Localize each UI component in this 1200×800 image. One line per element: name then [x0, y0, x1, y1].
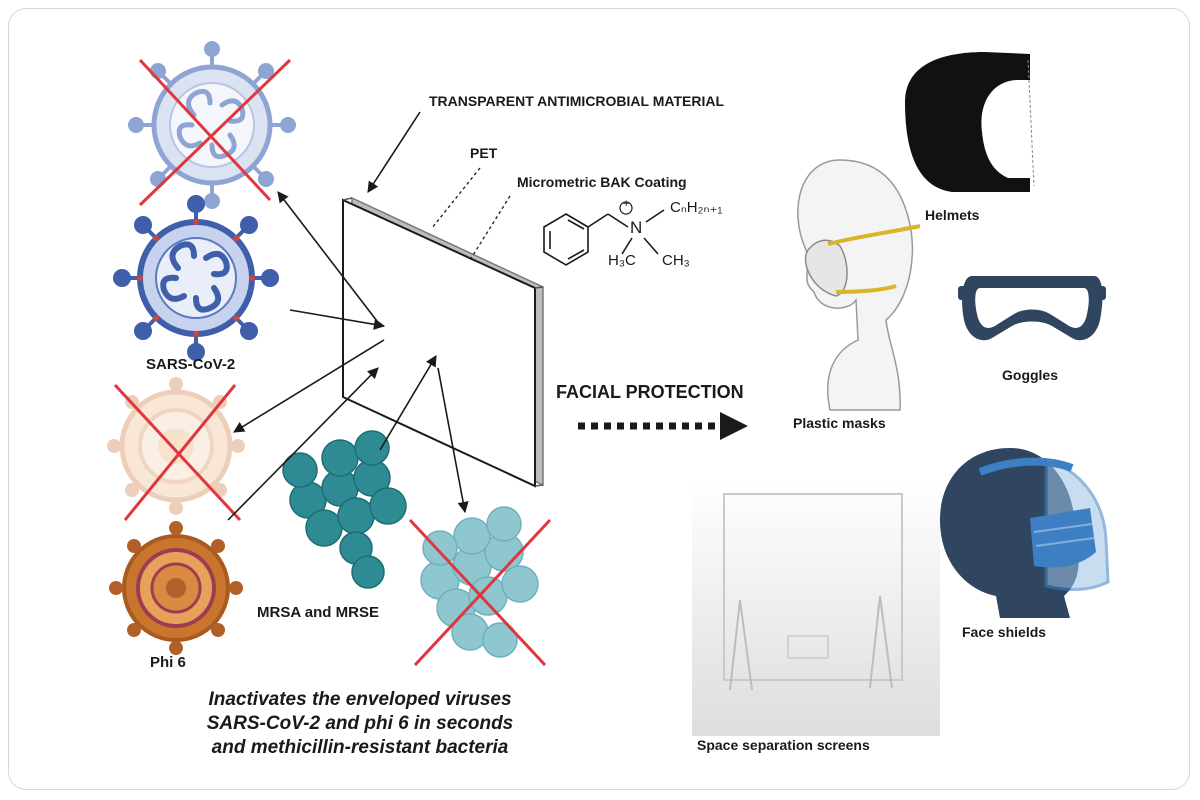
methyl-right-label: CH₃	[662, 252, 690, 269]
phi6-label: Phi 6	[150, 654, 186, 671]
summary-caption: Inactivates the enveloped viruses SARS-C…	[130, 688, 590, 760]
sars-cov-2-virus-icon	[113, 195, 279, 361]
pet-sheet-panel	[342, 196, 544, 488]
pet-label: PET	[470, 145, 498, 161]
caption-line-2: SARS-CoV-2 and phi 6 in seconds	[206, 713, 514, 734]
bak-chemical-structure	[543, 201, 665, 266]
goggles-label: Goggles	[1002, 367, 1059, 383]
helmets-label: Helmets	[925, 207, 980, 223]
mask-head-icon	[797, 159, 921, 411]
charge-label: +	[623, 198, 630, 210]
caption-line-1: Inactivates the enveloped viruses	[208, 689, 512, 710]
red-cross-mark	[408, 518, 552, 667]
screens-label: Space separation screens	[697, 737, 870, 753]
separation-screen-icon	[692, 480, 940, 736]
bacteria-cluster-icon	[282, 430, 407, 589]
bacteria-cluster-icon	[420, 506, 539, 658]
red-cross-mark	[113, 383, 242, 522]
coating-label: Micrometric BAK Coating	[517, 174, 687, 190]
facial-protection-arrow	[578, 412, 748, 440]
caption-line-3: and methicillin-resistant bacteria	[211, 737, 509, 758]
helmet-icon	[905, 52, 1035, 192]
label-leader-lines	[431, 167, 511, 261]
face-shields-label: Face shields	[962, 624, 1047, 640]
bacteria-label: MRSA and MRSE	[257, 604, 379, 621]
alkyl-chain-label: CₙH₂ₙ₊₁	[670, 199, 723, 216]
facial-protection-label: FACIAL PROTECTION	[556, 382, 744, 402]
nitrogen-label: N	[630, 218, 643, 237]
interaction-arrows	[227, 111, 469, 521]
phi6-virus-icon	[109, 521, 243, 655]
material-label: TRANSPARENT ANTIMICROBIAL MATERIAL	[429, 93, 725, 109]
goggles-icon	[958, 276, 1106, 341]
methyl-left-label: H₃C	[608, 252, 636, 269]
sars-cov-2-virus-icon	[128, 41, 296, 209]
plastic-masks-label: Plastic masks	[793, 415, 886, 431]
face-shield-icon	[940, 448, 1110, 618]
sars-cov-2-label: SARS-CoV-2	[146, 356, 236, 373]
red-cross-mark	[138, 58, 292, 207]
